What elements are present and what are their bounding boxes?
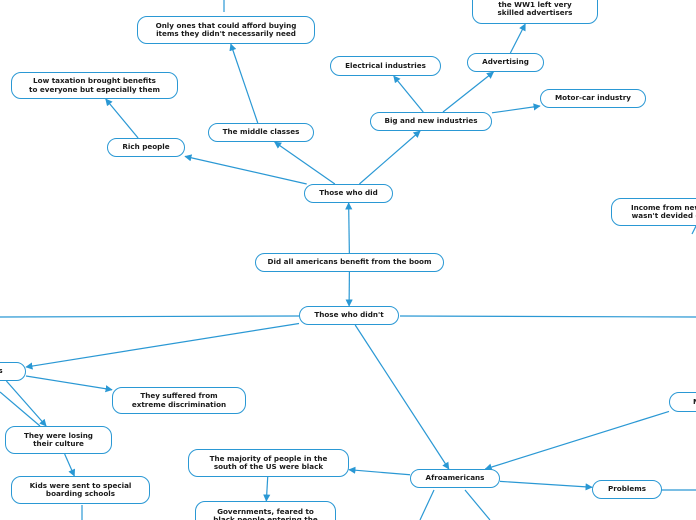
node-propaganda[interactable]: propaganda during the WW1 left very skil… (472, 0, 598, 24)
connector-advertising-to-propaganda (509, 23, 526, 54)
connector-afro-to-problems (499, 480, 593, 491)
node-rich-people[interactable]: Rich people (107, 138, 185, 157)
node-big-new-industries[interactable]: Big and new industries (370, 112, 492, 131)
connector-losing-to-kids (64, 453, 76, 477)
node-problems[interactable]: Problems (592, 480, 662, 499)
node-boarding-schools[interactable]: Kids were sent to special boarding schoo… (11, 476, 150, 504)
connector-did-to-middle (274, 141, 336, 185)
node-those-who-did[interactable]: Those who did (304, 184, 393, 203)
offscreen-connector (464, 489, 491, 520)
node-losing-culture[interactable]: They were losing their culture (5, 426, 112, 454)
connector-did-to-bignew (358, 130, 421, 185)
node-income[interactable]: Income from new wasn't devided e (611, 198, 696, 226)
node-discrimination[interactable]: They suffered from extreme discriminatio… (112, 387, 246, 414)
offscreen-connector (0, 315, 300, 318)
connector-rich-to-lowtax (105, 98, 139, 139)
node-afroamericans[interactable]: Afroamericans (410, 469, 500, 488)
connector-mo-to-afro (484, 410, 670, 471)
connector-didnt-to-natives (25, 322, 300, 370)
connector-afro-to-majority (348, 466, 411, 476)
node-advertising[interactable]: Advertising (467, 53, 544, 72)
connector-natives-to-suffered (25, 375, 113, 393)
connector-bignew-to-advertising (442, 71, 495, 113)
connector-bignew-to-motorcar (491, 103, 541, 114)
connector-majority-to-govts (263, 476, 271, 502)
offscreen-connector (419, 489, 435, 520)
connector-did-to-rich (184, 154, 307, 185)
connector-middle-to-afford (229, 43, 259, 124)
connector-natives-to-losing (5, 380, 47, 427)
node-motor-car-industry[interactable]: Motor-car industry (540, 89, 646, 108)
offscreen-connector (399, 315, 696, 318)
connector-didnt-to-afro (354, 324, 450, 470)
node-governments[interactable]: Governments, feared to black people ente… (195, 501, 336, 520)
node-low-taxation[interactable]: Low taxation brought benefits to everyon… (11, 72, 178, 99)
node-electrical-industries[interactable]: Electrical industries (330, 56, 441, 76)
node-mo[interactable]: Mo (669, 392, 696, 412)
connector-bignew-to-electrical (393, 75, 424, 113)
offscreen-connector (0, 391, 41, 427)
node-middle-classes[interactable]: The middle classes (208, 123, 314, 142)
node-could-afford[interactable]: Only ones that could afford buying items… (137, 16, 315, 44)
node-root[interactable]: Did all americans benefit from the boom (255, 253, 444, 272)
node-those-who-didnt[interactable]: Those who didn't (299, 306, 399, 325)
node-majority-south[interactable]: The majority of people in the south of t… (188, 449, 349, 477)
offscreen-connector (691, 225, 696, 235)
node-natives[interactable]: ns (0, 362, 26, 381)
connector-root-to-did (345, 202, 353, 254)
offscreen-connector (355, 0, 383, 56)
